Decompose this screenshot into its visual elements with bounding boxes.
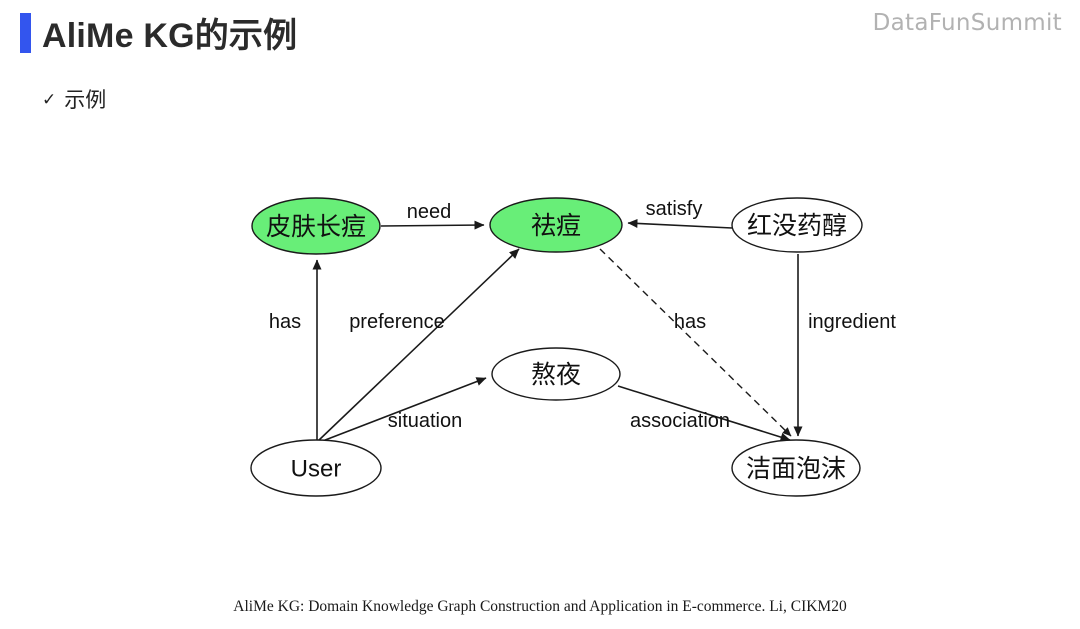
check-icon: ✓ xyxy=(42,89,57,109)
edge-label-association: association xyxy=(630,410,730,432)
node-face-foam-shape[interactable] xyxy=(731,439,861,497)
node-user[interactable]: User xyxy=(250,439,382,497)
edge-label-has-foam: has xyxy=(674,311,706,333)
figure-caption: AliMe KG: Domain Knowledge Graph Constru… xyxy=(233,598,847,615)
edge-preference xyxy=(317,248,520,442)
edge-association xyxy=(617,385,791,442)
node-remove-acne-shape[interactable] xyxy=(489,197,623,253)
bullet-label: 示例 xyxy=(64,89,107,112)
node-skin-acne[interactable]: 皮肤长痘 xyxy=(251,197,381,255)
edge-situation xyxy=(319,377,487,443)
node-face-foam-label: 洁面泡沫 xyxy=(746,455,846,483)
node-user-shape[interactable] xyxy=(250,439,382,497)
node-bisabolol[interactable]: 红没药醇 xyxy=(731,197,863,253)
edge-has-foam xyxy=(599,248,792,437)
edge-label-has-user: has xyxy=(269,311,301,333)
brand-logo: DataFunSummit xyxy=(872,10,1062,36)
node-face-foam[interactable]: 洁面泡沫 xyxy=(731,439,861,497)
edge-label-preference: preference xyxy=(349,311,445,333)
node-remove-acne[interactable]: 祛痘 xyxy=(489,197,623,253)
bullet-row: ✓ 示例 xyxy=(42,84,106,114)
node-stay-up-late-shape[interactable] xyxy=(491,347,621,401)
node-skin-acne-label: 皮肤长痘 xyxy=(266,213,366,241)
edge-satisfy xyxy=(627,218,733,229)
edge-label-satisfy: satisfy xyxy=(646,198,703,220)
knowledge-graph-figure: need satisfy has preference situation ha… xyxy=(0,150,1080,550)
edge-label-situation: situation xyxy=(388,410,463,432)
node-stay-up-late[interactable]: 熬夜 xyxy=(491,347,621,401)
node-bisabolol-label: 红没药醇 xyxy=(747,212,847,240)
knowledge-graph-svg: need satisfy has preference situation ha… xyxy=(250,197,896,497)
node-remove-acne-label: 祛痘 xyxy=(531,212,581,240)
node-bisabolol-shape[interactable] xyxy=(731,197,863,253)
node-user-label: User xyxy=(291,456,342,483)
node-stay-up-late-label: 熬夜 xyxy=(531,361,581,389)
edge-layer xyxy=(312,218,803,443)
edge-label-layer: need satisfy has preference situation ha… xyxy=(269,198,896,432)
slide-header: AliMe KG的示例 DataFunSummit xyxy=(0,0,1080,70)
page-title: AliMe KG的示例 xyxy=(42,17,298,55)
edge-need xyxy=(380,220,485,230)
edge-label-need: need xyxy=(407,201,452,223)
title-accent-bar xyxy=(20,13,31,53)
edge-label-ingredient: ingredient xyxy=(808,311,896,333)
node-skin-acne-shape[interactable] xyxy=(251,197,381,255)
